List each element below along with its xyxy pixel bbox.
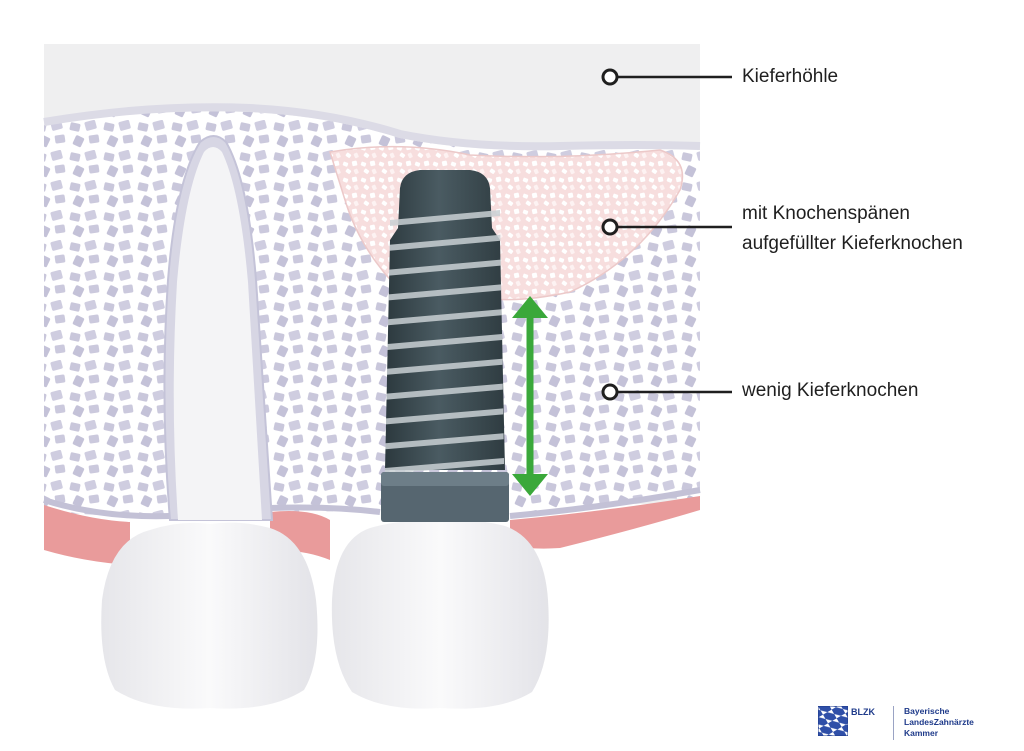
tooth-root	[173, 147, 262, 520]
callout-bone	[601, 383, 732, 401]
implant-crown	[331, 520, 549, 709]
implant-thread	[387, 358, 503, 375]
implant-thread	[385, 458, 504, 474]
label-graft-line2: aufgefüllter Kieferknochen	[742, 233, 963, 254]
logo-name-line2: LandesZahnärzte	[904, 717, 974, 727]
implant-thread	[386, 383, 503, 400]
implant-abutment-highlight	[381, 472, 509, 486]
tooth-crown	[101, 522, 318, 709]
arrow-head-down	[512, 474, 548, 496]
label-bone-text: wenig Kieferknochen	[742, 380, 919, 401]
label-thin-bone: wenig Kieferknochen	[742, 376, 918, 406]
callout-graft	[601, 218, 732, 236]
logo-organization-name: Bayerische LandesZahnärzte Kammer	[904, 706, 974, 739]
label-bone-graft: mit Knochenspänen aufgefüllter Kieferkno…	[742, 199, 963, 259]
implant-thread	[387, 334, 502, 350]
dental-implant	[381, 170, 509, 522]
bone-cortex	[43, 487, 701, 520]
label-sinus-text: Kieferhöhle	[742, 66, 839, 87]
implant-threads	[385, 210, 504, 474]
logo-abbreviation: BLZK	[851, 707, 875, 717]
callout-sinus	[601, 68, 732, 86]
gum	[44, 505, 130, 565]
bavarian-flag-icon	[818, 706, 848, 736]
logo-name-line3: Kammer	[904, 728, 939, 738]
sinus-membrane	[43, 103, 701, 151]
logo-name-line1: Bayerische	[904, 706, 950, 716]
implant-thread	[385, 433, 504, 450]
implant-thread	[390, 210, 500, 226]
label-sinus: Kieferhöhle	[742, 62, 838, 92]
arrow-head-up	[512, 296, 548, 318]
implant-thread	[389, 234, 501, 251]
implant-thread	[386, 408, 504, 425]
bone-height-arrow	[512, 296, 548, 496]
implant-thread	[389, 259, 501, 276]
logo-divider	[893, 706, 894, 740]
label-graft-line1: mit Knochenspänen	[742, 203, 910, 224]
blzk-logo: BLZK Bayerische LandesZahnärzte Kammer	[818, 706, 974, 742]
implant-thread	[388, 309, 502, 326]
implant-thread	[388, 284, 502, 301]
gum	[510, 496, 700, 549]
